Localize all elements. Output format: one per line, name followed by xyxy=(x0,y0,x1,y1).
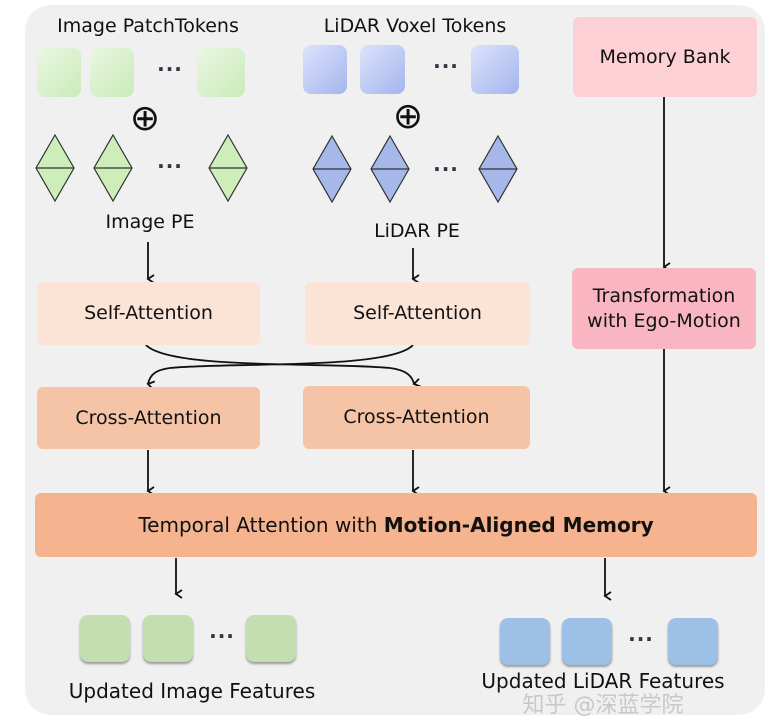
lidar-pe-label: LiDAR PE xyxy=(374,220,460,242)
updated-image-token xyxy=(143,615,193,662)
image-self-attention: Self-Attention xyxy=(37,282,260,345)
memory-bank: Memory Bank xyxy=(573,17,757,97)
lidar-self-attention: Self-Attention xyxy=(305,282,530,345)
temporal-attention-label: Temporal Attention with xyxy=(138,513,384,537)
lidar-token xyxy=(303,45,347,94)
ellipsis: ··· xyxy=(628,627,654,651)
lidar-tokens-label: LiDAR Voxel Tokens xyxy=(323,15,507,37)
image-cross-attention-label: Cross-Attention xyxy=(75,406,222,429)
cross-arrow xyxy=(145,344,422,388)
temporal-attention-bold-label: Motion-Aligned Memory xyxy=(383,513,654,537)
lidar-self-attention-label: Self-Attention xyxy=(353,302,482,325)
updated-lidar-token xyxy=(562,618,612,665)
memory-bank-label: Memory Bank xyxy=(599,45,731,68)
updated-image-token xyxy=(246,615,296,662)
ego-motion-transformation: Transformation with Ego-Motion xyxy=(572,268,756,349)
lidar-token xyxy=(471,45,519,94)
transformation-label-line2: with Ego-Motion xyxy=(587,309,741,332)
transformation-label-line1: Transformation xyxy=(592,284,736,307)
ellipsis: ··· xyxy=(433,157,459,181)
diagram-panel xyxy=(25,5,765,715)
updated-lidar-token xyxy=(668,618,718,665)
lidar-token xyxy=(360,45,405,94)
image-self-attention-label: Self-Attention xyxy=(84,302,213,325)
image-pe-diamond xyxy=(208,133,248,203)
lidar-pe-diamond xyxy=(312,134,352,204)
watermark: 知乎 @深蓝学院 xyxy=(522,693,684,718)
cross-arrow xyxy=(146,344,414,390)
image-pe-label: Image PE xyxy=(105,211,195,233)
updated-lidar-token xyxy=(500,618,550,665)
lidar-cross-attention: Cross-Attention xyxy=(303,386,530,449)
image-pe-diamond xyxy=(93,133,133,203)
lidar-cross-attention-label: Cross-Attention xyxy=(343,406,490,429)
image-token xyxy=(90,48,134,97)
temporal-attention: Temporal Attention with Motion-Aligned M… xyxy=(35,493,757,557)
ellipsis: ··· xyxy=(433,54,459,78)
image-cross-attention: Cross-Attention xyxy=(37,387,260,449)
ellipsis: ··· xyxy=(209,624,235,648)
image-token xyxy=(197,48,245,97)
image-tokens-label: Image PatchTokens xyxy=(57,15,239,37)
ellipsis: ··· xyxy=(157,57,183,81)
image-pe-diamond xyxy=(35,133,75,203)
updated-image-token xyxy=(80,615,130,662)
lidar-pe-diamond xyxy=(370,134,410,204)
image-token xyxy=(37,48,81,97)
add-icon: ⊕ xyxy=(392,96,424,137)
lidar-pe-diamond xyxy=(478,134,518,204)
updated-image-features-label: Updated Image Features xyxy=(68,679,316,703)
add-icon: ⊕ xyxy=(129,98,161,139)
updated-lidar-features-label: Updated LiDAR Features xyxy=(481,669,725,693)
ellipsis: ··· xyxy=(157,154,183,178)
